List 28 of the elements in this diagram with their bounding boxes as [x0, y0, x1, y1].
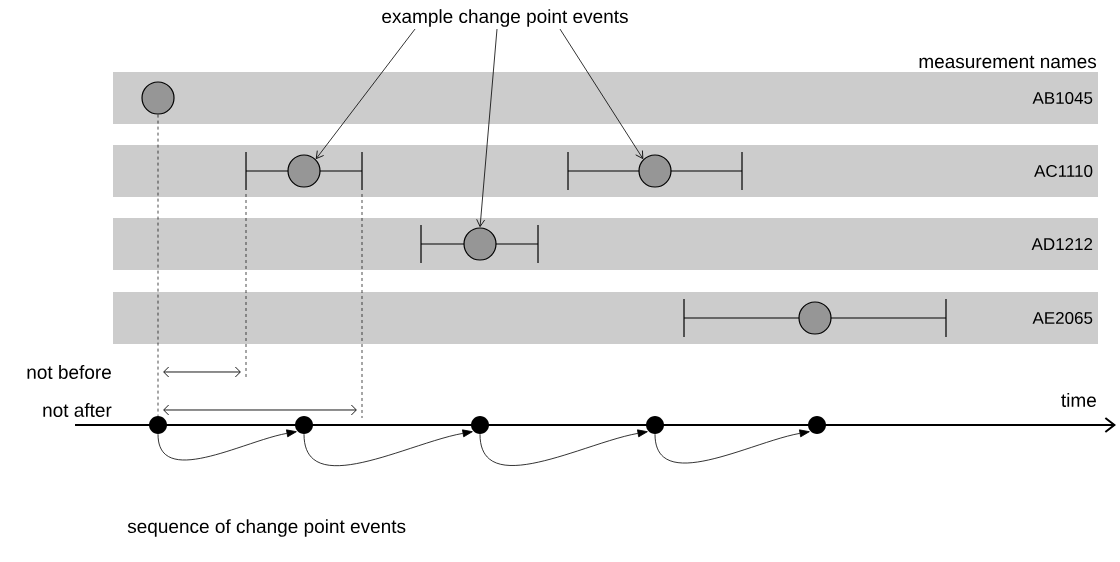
callout-text: example change point events	[382, 9, 628, 27]
text-label: time	[1061, 393, 1096, 407]
event-circle	[141, 81, 175, 115]
text-label: not after	[43, 403, 112, 417]
event-circle	[463, 227, 497, 261]
text-label: not before	[27, 365, 111, 379]
event-circle	[287, 154, 321, 188]
curved-arrow	[654, 429, 810, 464]
text-label: measurement names	[919, 55, 1097, 69]
text-label: sequence of change point events	[127, 519, 406, 537]
curved-arrow	[479, 429, 648, 466]
curved-arrow	[303, 429, 473, 466]
event-circle	[798, 301, 832, 335]
event-circle	[638, 154, 672, 188]
measurement-band: AC1110	[113, 145, 1098, 197]
event-dot	[471, 416, 489, 434]
measurement-band: AE2065	[113, 292, 1098, 344]
leader-arrow	[559, 28, 644, 159]
event-dot	[646, 416, 664, 434]
measurement-band: AD1212	[113, 218, 1098, 270]
leader-arrow	[476, 28, 498, 227]
event-dot	[295, 416, 313, 434]
guide-line	[157, 114, 159, 417]
measurement-band: AB1045	[113, 72, 1098, 124]
event-dot	[808, 416, 826, 434]
leader-arrow	[315, 28, 416, 159]
curved-arrow	[157, 429, 297, 461]
event-dot	[149, 416, 167, 434]
